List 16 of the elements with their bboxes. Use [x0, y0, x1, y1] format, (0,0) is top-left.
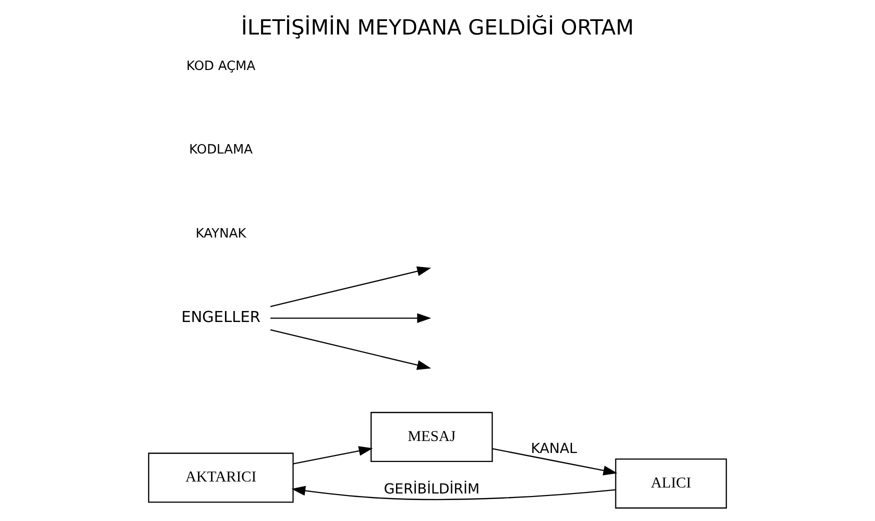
- node-box: ALICI: [615, 458, 727, 509]
- edge-label: KANAL: [530, 440, 578, 457]
- arrow: [270, 266, 432, 308]
- arrow: [293, 446, 373, 464]
- node-text: ENGELLER: [181, 308, 260, 326]
- label: KAYNAK: [196, 226, 246, 242]
- arrow: [492, 448, 618, 476]
- edge-label: GERİBİLDİRİM: [384, 482, 480, 498]
- arrow: [270, 313, 432, 324]
- diagram-title: İLETİŞİMİN MEYDANA GELDİĞİ ORTAM: [241, 15, 634, 40]
- node-box: MESAJ: [370, 412, 493, 462]
- label: KODLAMA: [189, 142, 253, 158]
- arrow: [270, 329, 432, 370]
- label: KOD AÇMA: [186, 58, 256, 74]
- node-box: AKTARICI: [148, 452, 294, 503]
- arrow: [291, 486, 616, 500]
